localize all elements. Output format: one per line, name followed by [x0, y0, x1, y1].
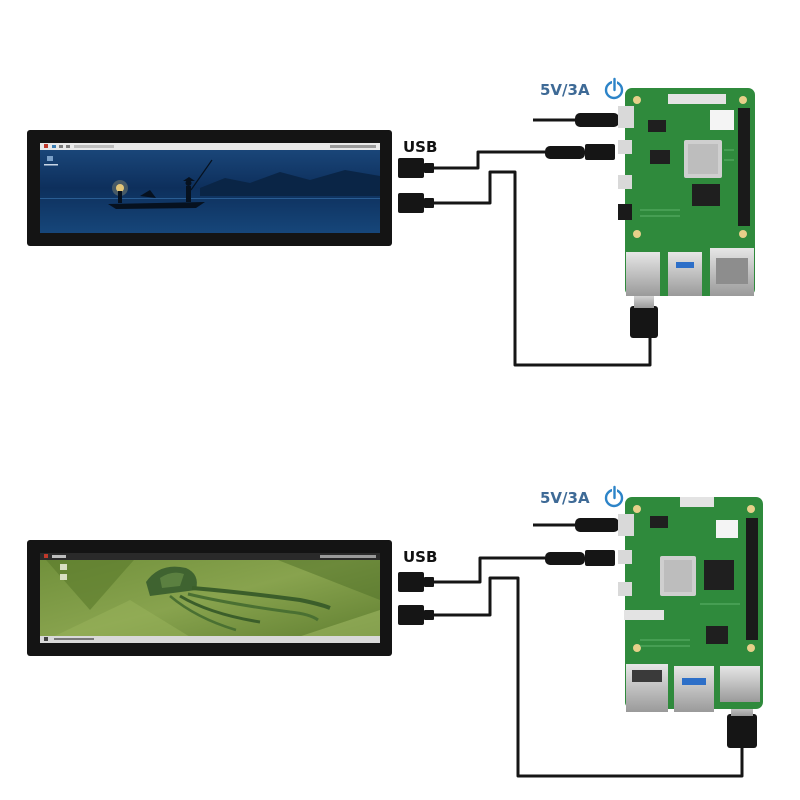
pcie-connector	[680, 497, 714, 507]
setup-bottom	[27, 485, 763, 778]
power-indicator-bottom	[604, 485, 624, 508]
pcb	[625, 497, 763, 709]
power-plug	[575, 518, 619, 532]
cables-top	[434, 118, 652, 367]
camera-connector	[668, 94, 726, 104]
menu-logo-icon	[44, 144, 48, 148]
audio-jack	[618, 204, 632, 220]
rp1-chip	[706, 626, 728, 644]
raspberry-pi-board-bottom	[618, 497, 763, 712]
cable	[434, 150, 545, 170]
usb3-port	[668, 252, 702, 296]
usb-connector	[398, 572, 424, 592]
usb-connector	[398, 193, 424, 213]
gpio-header	[746, 518, 758, 640]
cable	[434, 576, 744, 778]
power-spec-label: 5V/3A	[540, 81, 590, 99]
power-plug	[575, 113, 619, 127]
fisherman	[186, 186, 191, 202]
lantern	[116, 184, 124, 192]
usb-port	[626, 252, 660, 296]
menu-logo-icon	[44, 554, 48, 558]
cable	[434, 170, 652, 367]
cable	[434, 556, 545, 584]
ram-chip	[704, 560, 734, 590]
camera-connector	[624, 610, 664, 620]
hills	[200, 170, 380, 196]
power-spec-label: 5V/3A	[540, 489, 590, 507]
display-top	[27, 130, 392, 246]
usb-c-port	[618, 514, 634, 536]
display-ports-bottom	[398, 572, 434, 625]
usb-port	[720, 666, 760, 702]
display-ports-top	[398, 158, 434, 213]
usb-label: USB	[403, 138, 438, 156]
usb-connector	[398, 605, 424, 625]
micro-hdmi-port	[618, 175, 632, 189]
desktop-icon	[60, 564, 67, 570]
usb3-port	[674, 666, 714, 712]
gpio-header	[738, 108, 750, 226]
usb-label: USB	[403, 548, 438, 566]
otg-adapter	[545, 146, 585, 159]
bottom-bar	[40, 636, 380, 643]
usb-plug	[727, 714, 757, 748]
otg-adapter	[545, 552, 585, 565]
pcb	[625, 88, 755, 296]
usb-c-port	[618, 106, 634, 128]
ram-chip	[692, 184, 720, 206]
boat	[108, 202, 205, 209]
screen-taskbar	[40, 143, 380, 150]
display-bottom	[27, 540, 392, 656]
micro-hdmi-port	[618, 582, 632, 596]
usb-connector	[398, 158, 424, 178]
desktop-icon	[60, 574, 67, 580]
raspberry-pi-board-top	[618, 88, 755, 296]
desktop-icon	[47, 156, 53, 161]
setup-top	[27, 77, 755, 367]
usb-plug	[630, 306, 658, 338]
screen-taskbar	[40, 553, 380, 560]
power-indicator-top	[604, 77, 624, 100]
micro-hdmi-port	[618, 140, 632, 154]
micro-hdmi-port	[618, 550, 632, 564]
